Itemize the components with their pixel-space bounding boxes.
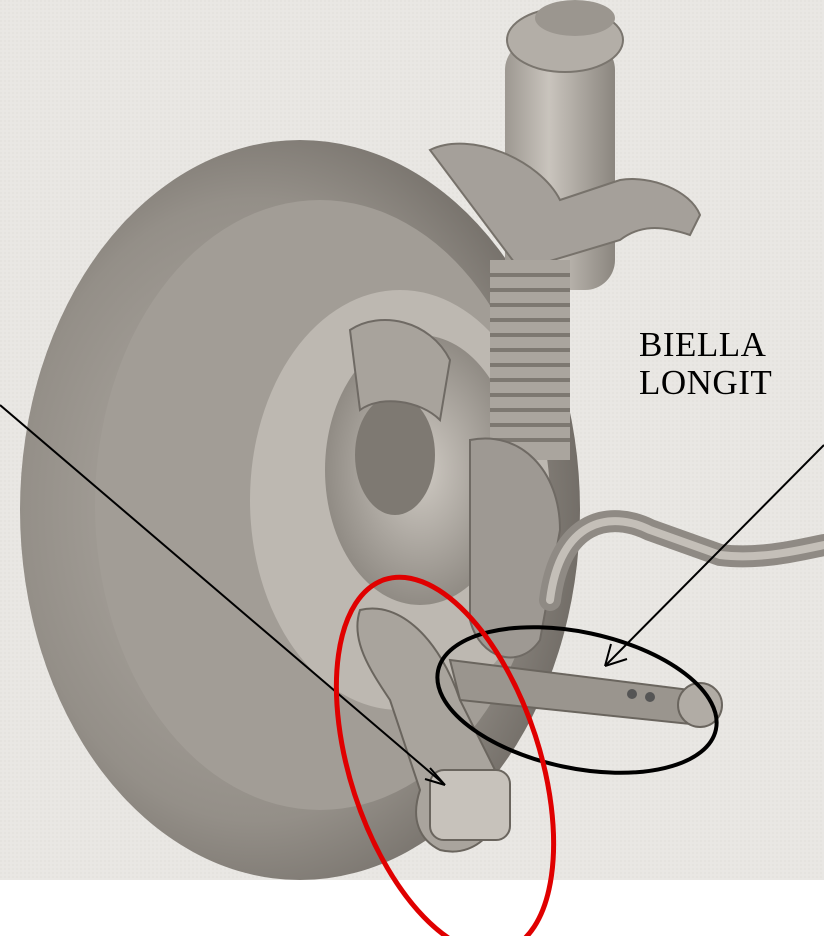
callout-label-line-2: LONGIT	[639, 363, 772, 403]
callout-label-line-1: BIELLA	[639, 325, 766, 365]
page-bottom-white	[0, 880, 824, 936]
strut-cap	[535, 0, 615, 36]
coil-spring	[490, 260, 570, 460]
hub-center	[355, 395, 435, 515]
